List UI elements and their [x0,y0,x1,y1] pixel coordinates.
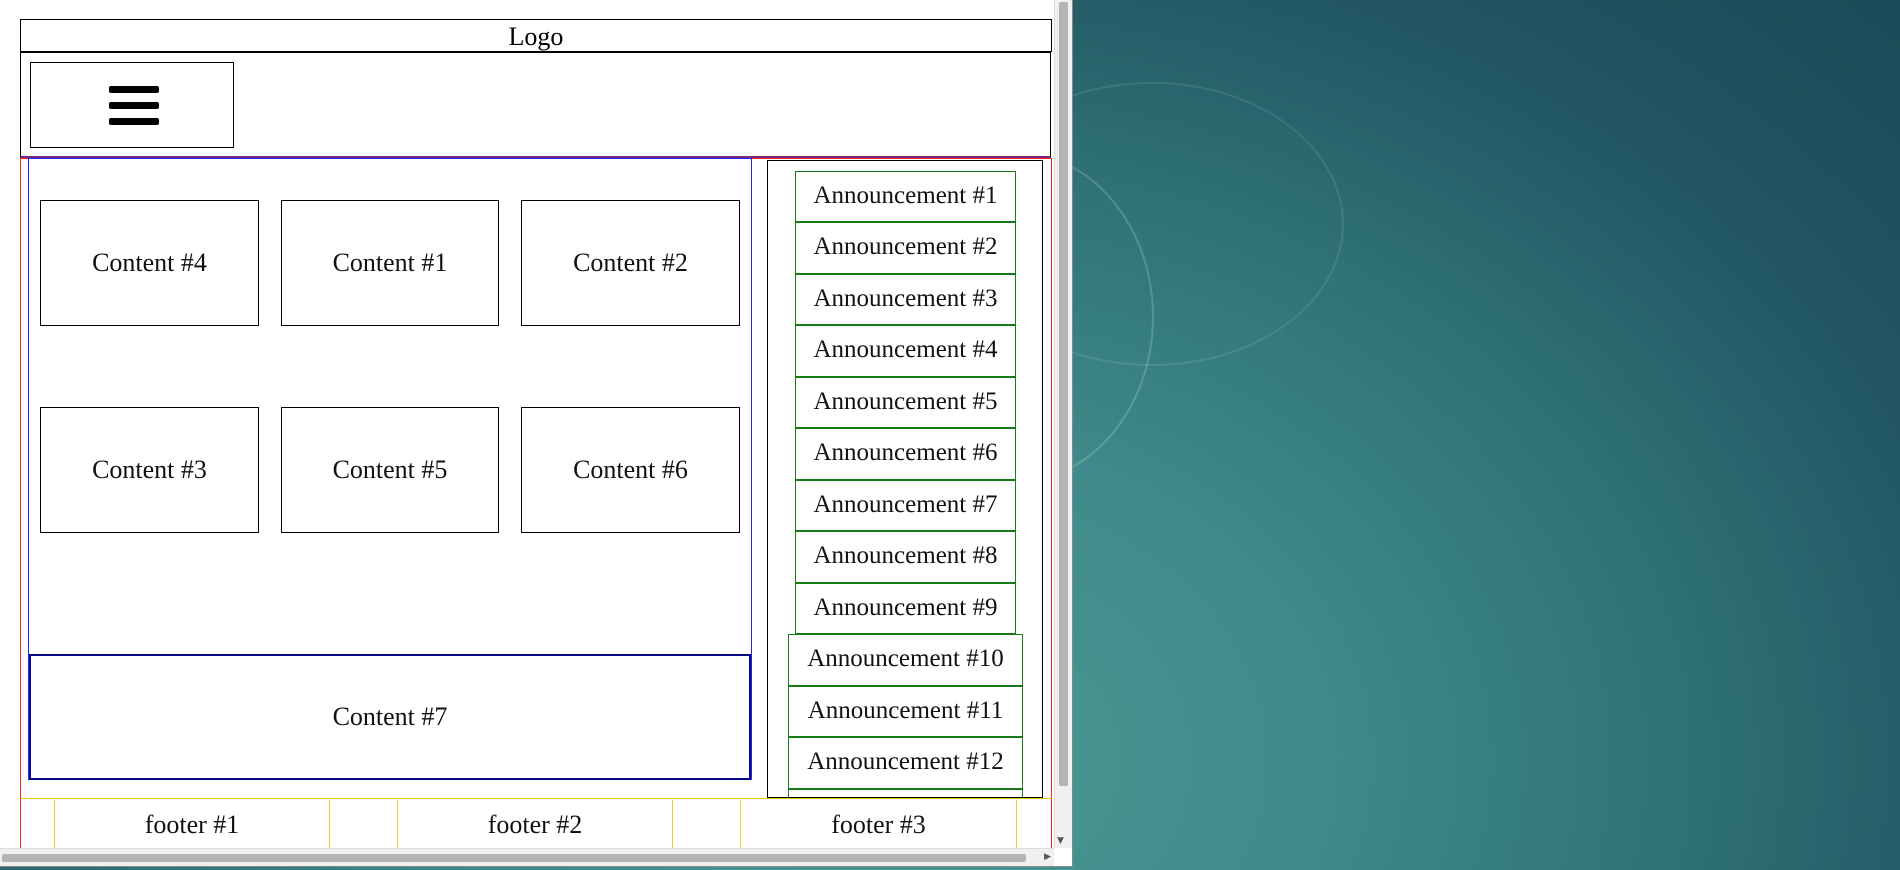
announcement-item-1[interactable]: Announcement #1 [795,171,1016,222]
footer-item-2[interactable]: footer #2 [397,800,673,848]
vertical-scrollbar[interactable]: ▼ [1054,0,1072,848]
content-box-6[interactable]: Content #6 [521,407,740,533]
logo-bar[interactable]: Logo [20,19,1052,52]
content-box-4[interactable]: Content #4 [40,200,259,326]
horizontal-scrollbar[interactable]: ▶ [0,848,1054,866]
navigation-bar [20,52,1051,158]
announcement-item-12[interactable]: Announcement #12 [788,737,1023,789]
logo-text: Logo [508,22,564,51]
scroll-down-arrow-icon[interactable]: ▼ [1057,836,1064,846]
announcement-item-8[interactable]: Announcement #8 [795,531,1016,583]
announcement-item-6[interactable]: Announcement #6 [795,428,1016,480]
announcement-item-3[interactable]: Announcement #3 [795,274,1016,325]
announcement-item-9[interactable]: Announcement #9 [795,583,1016,634]
content-box-7[interactable]: Content #7 [29,654,751,780]
content-box-3[interactable]: Content #3 [40,407,259,533]
announcement-item-7[interactable]: Announcement #7 [795,480,1016,531]
announcement-column: Announcement #1 Announcement #2 Announce… [767,160,1043,798]
announcement-item-11[interactable]: Announcement #11 [788,686,1023,737]
footer-bar [20,798,1052,848]
announcement-item-4[interactable]: Announcement #4 [795,325,1016,377]
vertical-scrollbar-thumb[interactable] [1059,2,1068,786]
announcement-item-2[interactable]: Announcement #2 [795,222,1016,274]
content-box-1[interactable]: Content #1 [281,200,499,326]
footer-item-3[interactable]: footer #3 [740,800,1017,848]
horizontal-scrollbar-thumb[interactable] [2,854,1026,862]
announcement-item-10[interactable]: Announcement #10 [788,634,1023,686]
browser-window: Logo Content #4 Content #1 Content #2 Co… [0,0,1073,867]
content-box-5[interactable]: Content #5 [281,407,499,533]
footer-item-1[interactable]: footer #1 [54,800,330,848]
scroll-right-arrow-icon[interactable]: ▶ [1044,852,1051,862]
announcement-item-overflow[interactable] [788,789,1023,797]
hamburger-menu-button[interactable] [30,62,234,148]
announcement-item-5[interactable]: Announcement #5 [795,377,1016,428]
content-box-2[interactable]: Content #2 [521,200,740,326]
